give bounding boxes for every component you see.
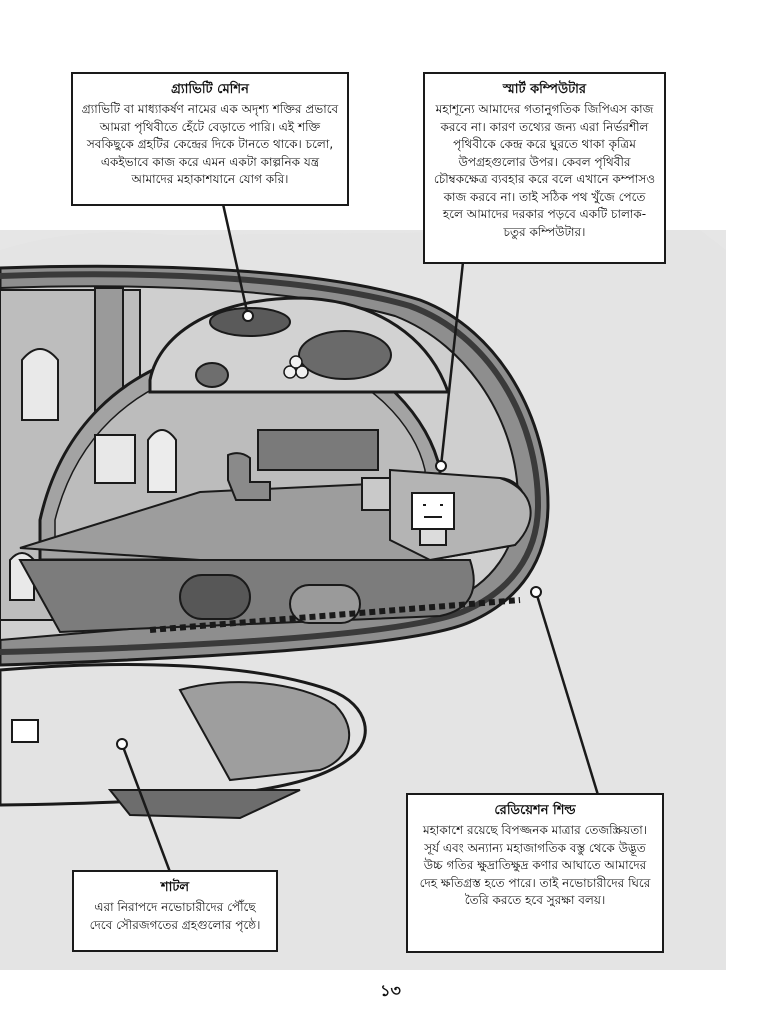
gravity-balls [289,355,303,369]
fuel-cylinder [179,574,251,620]
pointer-shuttle [120,743,172,873]
callout-body: এরা নিরাপদে নভোচারীদের পৌঁছে দেবে সৌরজগত… [89,900,261,932]
pointer-dot-shuttle [116,738,128,750]
stairs [361,477,391,511]
radiation-shield-rim [0,271,542,655]
callout-title: গ্র্যাভিটি মেশিন [171,82,249,97]
gravity-balls [295,365,309,379]
callout-smart-computer: স্মার্ট কম্পিউটার মহাশূন্যে আমাদের গতানু… [423,72,666,264]
chair [227,452,271,501]
arched-door [21,348,59,421]
shuttle-cockpit [178,681,351,782]
picture-frame [94,434,136,484]
gravity-gear-large [209,307,291,337]
callout-title: স্মার্ট কম্পিউটার [502,82,587,97]
console-bank [257,429,379,471]
shuttle-underside [107,789,301,820]
callout-title: রেডিয়েশন শিল্ড [494,803,576,818]
pointer-computer [439,261,465,467]
gravity-gear-small [195,362,229,388]
shuttle-window [11,719,39,743]
inner-arched-door [147,429,177,493]
callout-body: মহাকাশে রয়েছে বিপজ্জনক মাত্রার তেজস্ক্র… [419,823,651,907]
robot-face [423,504,443,518]
callout-radiation-shield: রেডিয়েশন শিল্ড মহাকাশে রয়েছে বিপজ্জনক … [406,793,664,953]
robot-body [419,528,447,546]
lattice-floor [149,597,521,633]
callout-gravity-machine: গ্র্যাভিটি মেশিন গ্র্যাভিটি বা মাধ্যাকর্… [71,72,349,206]
pointer-dot-radiation [530,586,542,598]
callout-body: মহাশূন্যে আমাদের গতানুগতিক জিপিএস কাজ কর… [433,102,656,239]
callout-title: শাটল [160,880,190,895]
page-number: ১৩ [380,981,401,1000]
callout-body: গ্র্যাভিটি বা মাধ্যাকর্ষণ নামের এক অদৃশ্… [81,102,339,186]
robot-computer-screen [411,492,455,530]
pointer-dot-computer [435,460,447,472]
callout-shuttle: শাটল এরা নিরাপদে নভোচারীদের পৌঁছে দেবে স… [72,870,278,952]
pointer-dot-gravity [242,310,254,322]
pointer-gravity [221,203,250,317]
pointer-radiation [534,591,600,796]
gravity-gear-wheel [298,330,392,380]
